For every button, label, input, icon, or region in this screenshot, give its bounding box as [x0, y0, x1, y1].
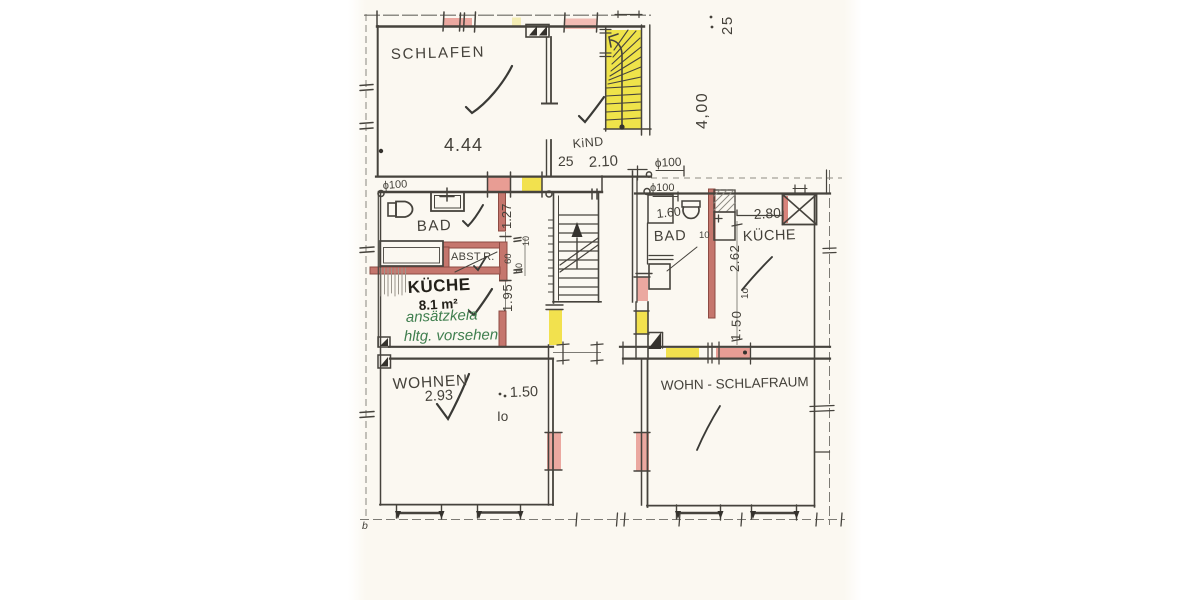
- svg-text:2.62: 2.62: [727, 245, 742, 272]
- svg-text:2.80: 2.80: [753, 205, 781, 222]
- svg-text:25: 25: [558, 153, 574, 169]
- svg-text:ABST.R.: ABST.R.: [451, 251, 495, 263]
- svg-text:hltg. vorsehen: hltg. vorsehen: [404, 326, 499, 345]
- svg-text:ansätzkeia: ansätzkeia: [406, 307, 478, 326]
- svg-text:25: 25: [719, 15, 736, 35]
- svg-text:60: 60: [503, 253, 514, 264]
- svg-text:10: 10: [514, 263, 524, 273]
- svg-text:4,00: 4,00: [694, 92, 711, 129]
- svg-text:1.50: 1.50: [510, 384, 539, 401]
- svg-text:1.50: 1.50: [728, 309, 744, 341]
- svg-text:KÜCHE: KÜCHE: [407, 275, 471, 297]
- svg-text:2.10: 2.10: [588, 152, 618, 171]
- svg-text:10: 10: [699, 230, 710, 241]
- svg-text:BAD: BAD: [654, 228, 687, 245]
- svg-text:4.44: 4.44: [444, 135, 483, 155]
- svg-text:KÜCHE: KÜCHE: [743, 225, 797, 245]
- svg-text:WOHN - SCHLAFRAUM: WOHN - SCHLAFRAUM: [661, 374, 809, 393]
- svg-text:1.95: 1.95: [500, 283, 515, 312]
- svg-text:1o: 1o: [740, 287, 751, 299]
- svg-text:ϕ100: ϕ100: [382, 178, 407, 192]
- svg-text:2.93: 2.93: [424, 388, 453, 405]
- svg-text:8.1 m²: 8.1 m²: [418, 296, 458, 313]
- svg-text:1.27: 1.27: [499, 204, 514, 229]
- svg-text:1.60: 1.60: [656, 205, 682, 221]
- svg-text:b: b: [362, 520, 368, 532]
- svg-text:10: 10: [521, 236, 531, 246]
- svg-text:SCHLAFEN: SCHLAFEN: [391, 44, 486, 63]
- svg-text:WOHNEN: WOHNEN: [392, 372, 468, 393]
- svg-text:KiND: KiND: [572, 134, 604, 151]
- svg-text:ϕ100: ϕ100: [650, 182, 675, 194]
- svg-text:Io: Io: [497, 409, 508, 424]
- svg-text:ϕ100: ϕ100: [654, 155, 682, 170]
- svg-text:BAD: BAD: [417, 217, 453, 235]
